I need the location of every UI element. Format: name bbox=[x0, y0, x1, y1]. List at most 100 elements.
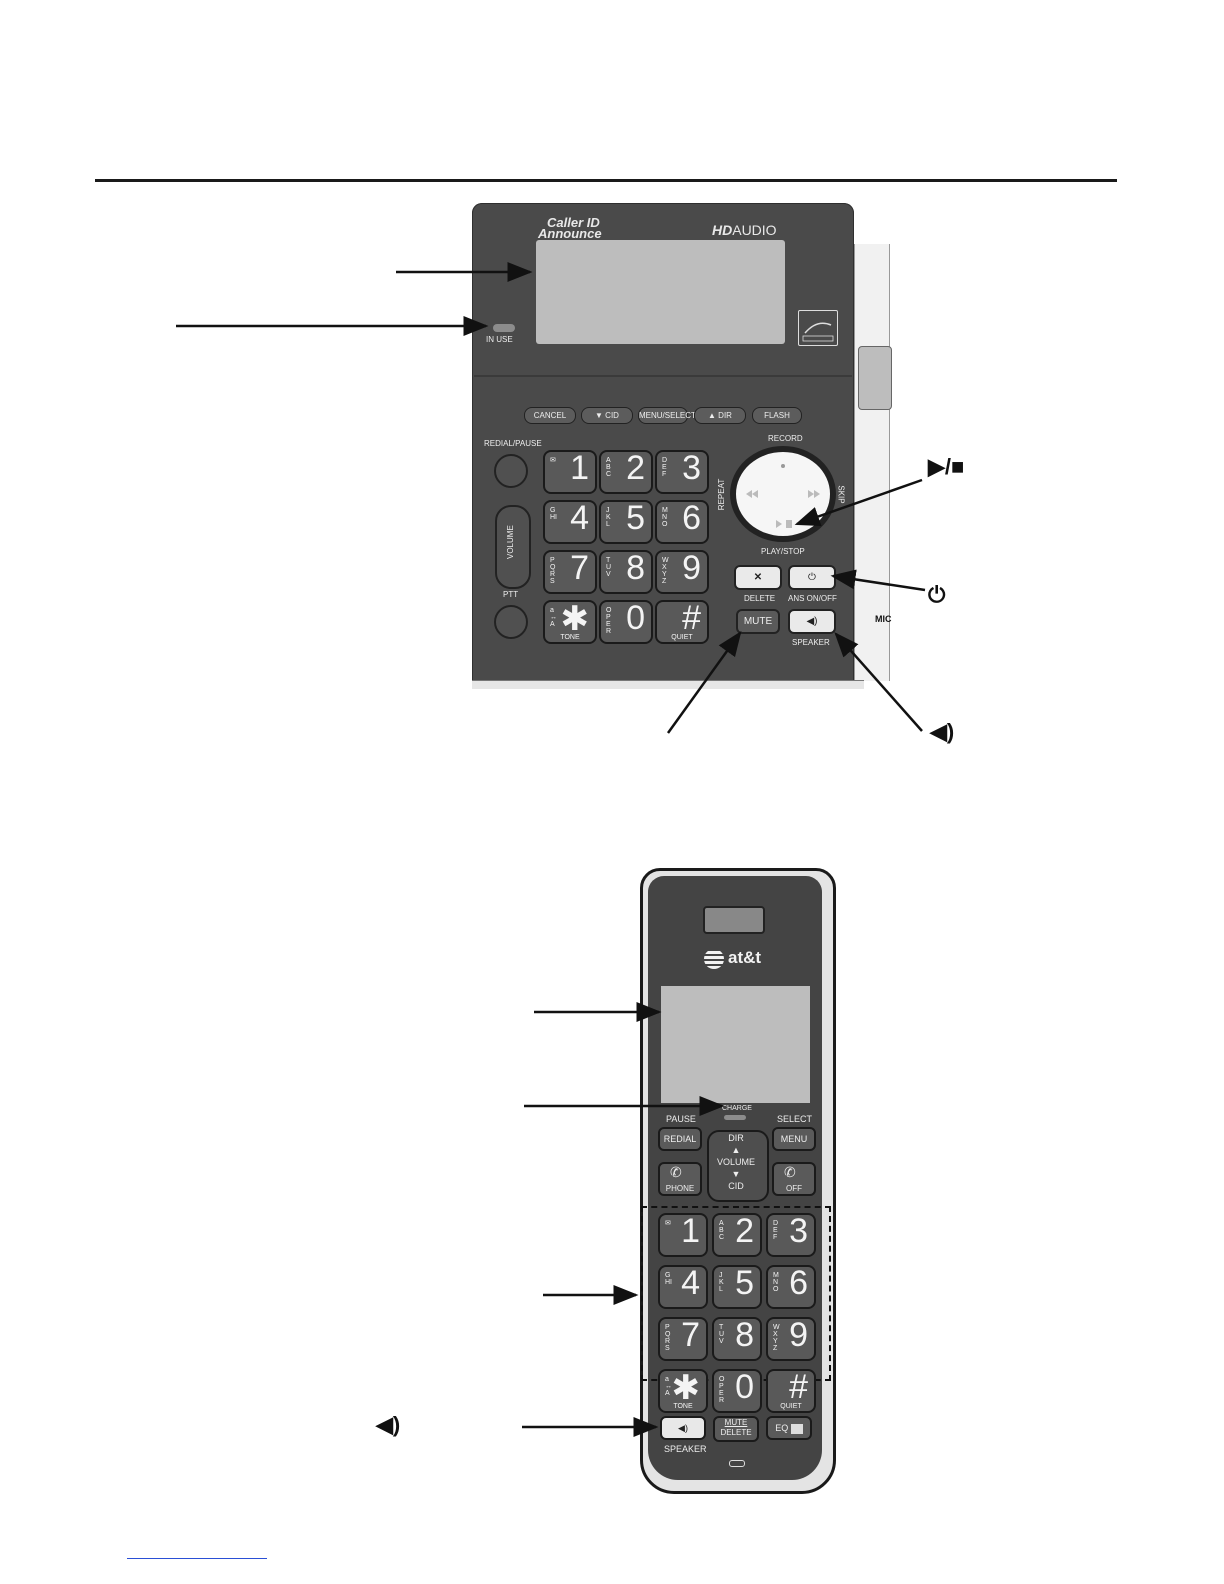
navigation-key-labels: DIR ▲ VOLUME ▼ CID bbox=[707, 1132, 765, 1192]
navigation-key[interactable] bbox=[707, 1130, 769, 1202]
eq-label: EQ bbox=[775, 1423, 789, 1433]
redial-button[interactable]: REDIAL bbox=[658, 1127, 702, 1151]
menu-select-button[interactable]: MENU/SELECT bbox=[638, 407, 696, 424]
speaker-callout-icon: ◀) bbox=[930, 719, 955, 744]
flash-button[interactable]: FLASH bbox=[752, 407, 802, 424]
base-key-letters: JKL bbox=[606, 507, 611, 528]
power-callout-icon: ⏻ bbox=[928, 582, 946, 607]
base-key-digit: 7 bbox=[570, 549, 589, 587]
speaker-button[interactable]: ◀) bbox=[788, 609, 836, 634]
handset-key-digit: 6 bbox=[789, 1264, 808, 1302]
cancel-button[interactable]: CANCEL bbox=[524, 407, 576, 424]
charge-label: CHARGE bbox=[722, 1105, 752, 1112]
handset-key-digit: 4 bbox=[681, 1264, 700, 1302]
base-key-sublabel: TONE bbox=[560, 634, 580, 641]
repeat-icon bbox=[746, 490, 758, 498]
play-stop-callout-icon: ▶/■ bbox=[928, 454, 965, 479]
answering-machine-dial[interactable] bbox=[730, 446, 836, 542]
phone-label: PHONE bbox=[665, 1184, 695, 1193]
phone-button[interactable]: ✆ PHONE bbox=[658, 1162, 702, 1196]
base-key-letters: TUV bbox=[606, 557, 612, 578]
handset-key-letters: JKL bbox=[719, 1272, 724, 1293]
nav-dir-label: DIR bbox=[728, 1133, 744, 1143]
footer-link-underline bbox=[127, 1558, 267, 1559]
base-key-letters: PQRS bbox=[550, 557, 556, 585]
base-key-digit: 5 bbox=[626, 499, 645, 537]
cid-button[interactable]: ▼ CID bbox=[581, 407, 633, 424]
off-button[interactable]: ✆ OFF bbox=[772, 1162, 816, 1196]
volume-button[interactable] bbox=[495, 505, 531, 589]
menu-button[interactable]: MENU bbox=[772, 1127, 816, 1151]
handset-key-6[interactable]: 6 MNO bbox=[766, 1264, 816, 1309]
nav-down-arrow-icon: ▼ bbox=[731, 1169, 741, 1179]
handset-key-letters: MNO bbox=[773, 1272, 779, 1293]
base-bottom-edge bbox=[472, 680, 864, 689]
pause-label: PAUSE bbox=[666, 1114, 696, 1124]
mute-button[interactable]: MUTE bbox=[736, 609, 780, 634]
redial-pause-label: REDIAL/PAUSE bbox=[484, 439, 542, 448]
handset-key-letters: OPER bbox=[719, 1376, 725, 1404]
handset-key-letters: ✉ bbox=[665, 1220, 671, 1227]
ptt-label: PTT bbox=[503, 590, 519, 599]
handset-key-digit: ✱ bbox=[671, 1369, 701, 1407]
handset-speaker-button[interactable]: ◀) bbox=[660, 1416, 706, 1440]
handset-key-digit: 7 bbox=[681, 1316, 700, 1354]
handset-key-digit: 5 bbox=[735, 1264, 754, 1302]
eq-button[interactable]: EQ bbox=[766, 1416, 812, 1440]
speaker-arrow bbox=[834, 632, 923, 732]
base-key-1[interactable]: 1✉ bbox=[543, 449, 597, 494]
delete-button[interactable]: ✕ bbox=[734, 565, 782, 590]
base-key-12[interactable]: #QUIET bbox=[655, 599, 709, 644]
hang-up-icon: ✆ bbox=[784, 1164, 796, 1180]
redial-pause-button[interactable] bbox=[494, 454, 528, 488]
att-logo-text: at&t bbox=[728, 948, 762, 967]
nav-volume-label: VOLUME bbox=[716, 1157, 755, 1167]
base-key-7[interactable]: 7 PQRS bbox=[543, 549, 597, 594]
mute-arrow bbox=[666, 630, 742, 734]
handset-key-5[interactable]: 5 JKL bbox=[712, 1264, 762, 1309]
caller-id-announce-logo: Caller ID Announce bbox=[538, 216, 648, 240]
handset-earpiece bbox=[703, 906, 765, 934]
logo-audio: AUDIO bbox=[732, 222, 777, 238]
eq-icon bbox=[790, 1423, 803, 1434]
handset-key-sublabel: QUIET bbox=[780, 1403, 802, 1410]
dir-button[interactable]: ▲ DIR bbox=[694, 407, 746, 424]
hd-audio-logo: HDAUDIO bbox=[712, 222, 792, 238]
in-use-label: IN USE bbox=[486, 335, 513, 344]
speaker-label: SPEAKER bbox=[792, 638, 830, 647]
ptt-button[interactable] bbox=[494, 605, 528, 639]
mute-delete-button[interactable]: MUTE DELETE bbox=[713, 1416, 759, 1442]
handset-speaker-label: SPEAKER bbox=[664, 1444, 707, 1454]
play-stop-label: PLAY/STOP bbox=[761, 547, 805, 556]
base-key-digit: 6 bbox=[682, 499, 701, 537]
base-key-letters: DEF bbox=[662, 457, 668, 478]
handset-key-digit: 3 bbox=[789, 1212, 808, 1250]
handset-key-sublabel: TONE bbox=[673, 1403, 693, 1410]
base-key-letters: ✉ bbox=[550, 457, 556, 464]
base-key-5[interactable]: 5 JKL bbox=[599, 499, 653, 544]
record-dot-icon bbox=[781, 464, 785, 468]
handset-key-12[interactable]: #QUIET bbox=[766, 1368, 816, 1413]
handset-key-1[interactable]: 1✉ bbox=[658, 1212, 708, 1257]
select-label: SELECT bbox=[777, 1114, 813, 1124]
att-logo: at&t bbox=[704, 948, 761, 969]
mic-label: MIC bbox=[875, 614, 892, 624]
phone-handset-icon: ✆ bbox=[670, 1164, 682, 1180]
base-key-digit: 0 bbox=[626, 599, 645, 637]
